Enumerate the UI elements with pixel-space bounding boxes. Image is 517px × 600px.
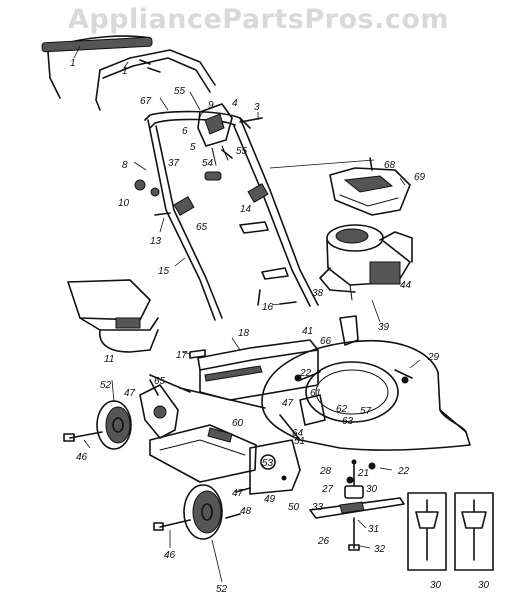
callout-21: 21 — [357, 468, 369, 479]
callout-55a: 55 — [174, 86, 186, 97]
callout-39: 39 — [378, 322, 390, 333]
callout-55b: 55 — [236, 146, 248, 157]
callout-41: 41 — [302, 326, 313, 337]
callout-5: 5 — [190, 142, 196, 153]
callout-29: 29 — [427, 352, 440, 363]
callout-4: 4 — [232, 98, 238, 109]
callout-9: 9 — [208, 100, 214, 111]
callout-37: 37 — [168, 158, 180, 169]
callout-6: 6 — [182, 126, 188, 137]
callout-64: 64 — [292, 428, 304, 439]
callout-69: 69 — [414, 172, 426, 183]
callout-57: 57 — [360, 406, 372, 417]
callout-27: 27 — [321, 484, 334, 495]
callout-65b: 65 — [154, 376, 166, 387]
callout-22a: 22 — [299, 368, 312, 379]
detail-box-right — [454, 492, 494, 571]
callout-30a: 30 — [366, 484, 378, 495]
callout-44: 44 — [400, 280, 412, 291]
callout-38: 38 — [312, 288, 324, 299]
leader-lines — [73, 45, 421, 583]
callout-33: 33 — [312, 502, 324, 513]
callout-1: 1 — [70, 58, 76, 69]
callout-15: 15 — [158, 266, 170, 277]
callout-3: 3 — [254, 102, 260, 113]
callout-47c: 47 — [232, 488, 244, 499]
watermark-text: AppliancePartsPros.com — [67, 4, 450, 35]
lower-handle-part — [144, 110, 319, 321]
callout-51: 51 — [294, 436, 305, 447]
callout-18: 18 — [238, 328, 250, 339]
callout-63: 63 — [342, 416, 354, 427]
callout-8: 8 — [122, 160, 128, 171]
callout-53: 53 — [262, 458, 274, 469]
callout-52a: 52 — [100, 380, 112, 391]
callout-60: 60 — [232, 418, 244, 429]
front-adjuster-part — [249, 439, 301, 495]
callout-52b: 52 — [216, 584, 228, 595]
handle-grip-part — [41, 36, 153, 53]
callout-30b: 30 — [430, 580, 442, 591]
callout-1b: 1 — [122, 66, 128, 77]
callout-11: 11 — [104, 354, 114, 365]
callout-10: 10 — [118, 198, 130, 209]
upper-handle-part — [41, 35, 216, 111]
callout-48: 48 — [240, 506, 252, 517]
detail-box-left — [407, 492, 447, 571]
callout-66: 66 — [320, 336, 332, 347]
callout-47a: 47 — [124, 388, 136, 399]
callout-54: 54 — [202, 158, 214, 169]
throttle-control-part — [197, 103, 263, 166]
rear-axle-bracket-part — [149, 339, 319, 409]
callout-16: 16 — [262, 302, 274, 313]
mower-deck-part — [261, 340, 471, 451]
callout-65a: 65 — [196, 222, 208, 233]
engine-cover-part — [329, 167, 411, 216]
grass-bag-part — [67, 279, 159, 353]
callout-13: 13 — [150, 236, 162, 247]
rear-wheel-part — [63, 400, 132, 450]
callout-46b: 46 — [164, 550, 176, 561]
hardware-parts — [134, 157, 376, 484]
front-wheel-part — [153, 484, 251, 540]
callout-50: 50 — [288, 502, 300, 513]
callout-68: 68 — [384, 160, 396, 171]
callout-30c: 30 — [478, 580, 490, 591]
callout-17: 17 — [176, 350, 188, 361]
callout-28: 28 — [319, 466, 332, 477]
callout-labels: 1 1 67 55 9 4 7 3 6 5 54 55 8 37 68 69 1… — [70, 58, 490, 595]
callout-47b: 47 — [282, 398, 294, 409]
callout-61: 61 — [310, 388, 321, 399]
callout-32: 32 — [374, 544, 386, 555]
callout-7: 7 — [198, 110, 204, 121]
callout-22b: 22 — [397, 466, 410, 477]
callout-14: 14 — [240, 204, 252, 215]
callout-31: 31 — [368, 524, 379, 535]
callout-62: 62 — [336, 404, 348, 415]
engine-part — [319, 224, 413, 301]
height-adjuster-part — [139, 379, 179, 439]
callout-67: 67 — [140, 96, 152, 107]
callout-46a: 46 — [76, 452, 88, 463]
blade-assembly-part — [309, 459, 405, 551]
callout-26: 26 — [317, 536, 330, 547]
rear-deflector-part — [149, 424, 257, 483]
callout-49: 49 — [264, 494, 276, 505]
